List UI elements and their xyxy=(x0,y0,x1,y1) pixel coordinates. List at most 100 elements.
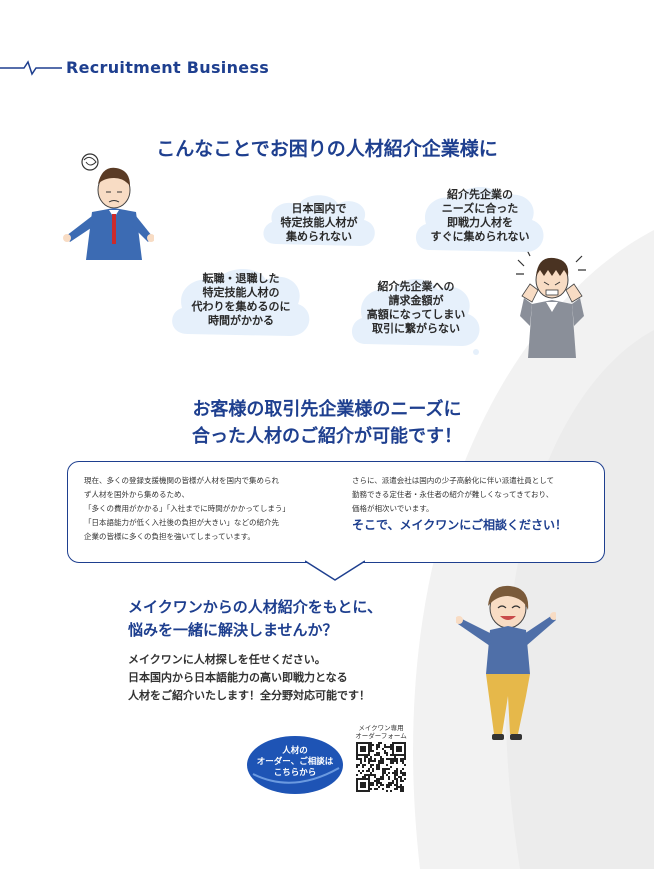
qr-module xyxy=(378,764,380,766)
qr-module xyxy=(378,752,380,754)
info-line: さらに、派遣会社は国内の少子高齢化に伴い派遣社員として xyxy=(352,476,555,485)
info-right-column: さらに、派遣会社は国内の少子高齢化に伴い派遣社員として 勤務できる定住者・永住者… xyxy=(352,474,598,534)
qr-module xyxy=(396,774,398,776)
qr-module xyxy=(390,782,392,784)
qr-module xyxy=(386,790,388,792)
section-title: Recruitment Business xyxy=(66,58,270,77)
down-arrow-icon xyxy=(305,560,365,581)
problem-cloud-2: 紹介先企業の ニーズに合った 即戦力人材を すぐに集められない xyxy=(410,180,550,262)
qr-module xyxy=(382,762,384,764)
qr-module xyxy=(358,764,360,766)
qr-module xyxy=(378,766,380,768)
qr-module xyxy=(378,778,380,780)
qr-module xyxy=(374,774,376,776)
qr-module xyxy=(384,770,386,772)
qr-module xyxy=(390,744,392,746)
qr-module xyxy=(402,788,404,790)
qr-module xyxy=(386,768,388,770)
qr-module xyxy=(380,760,382,762)
qr-module xyxy=(370,748,372,750)
qr-module xyxy=(386,774,388,776)
qr-module xyxy=(368,774,370,776)
info-line: 企業の皆様に多くの負担を強いてしまっています。 xyxy=(84,532,255,541)
invite-heading: メイクワンからの人材紹介をもとに、 悩みを一緒に解決しませんか？ xyxy=(128,596,382,642)
qr-module xyxy=(374,754,376,756)
qr-module xyxy=(370,744,372,746)
qr-module xyxy=(368,770,370,772)
qr-module xyxy=(370,784,372,786)
qr-code-icon[interactable] xyxy=(356,742,406,792)
qr-module xyxy=(382,748,384,750)
qr-module xyxy=(386,784,388,786)
qr-module xyxy=(398,776,400,778)
qr-module xyxy=(394,760,396,762)
qr-module xyxy=(356,774,358,776)
qr-module xyxy=(394,776,396,778)
qr-module xyxy=(368,776,370,778)
qr-module xyxy=(378,760,380,762)
qr-module xyxy=(374,760,376,762)
qr-module xyxy=(396,772,398,774)
qr-module xyxy=(378,762,380,764)
qr-module xyxy=(396,778,398,780)
qr-module xyxy=(366,774,368,776)
badge-line: オーダー、ご相談は xyxy=(256,757,334,767)
qr-module xyxy=(400,778,402,780)
qr-module xyxy=(400,790,402,792)
qr-module xyxy=(382,776,384,778)
qr-module xyxy=(402,760,404,762)
info-line: 現在、多くの登録支援機関の皆様が人材を国内で集められ xyxy=(84,476,279,485)
qr-module xyxy=(360,772,362,774)
qr-module xyxy=(364,764,366,766)
qr-module xyxy=(380,756,382,758)
order-badge-text[interactable]: 人材の オーダー、ご相談は こちらから xyxy=(245,746,345,779)
cloud-line: 紹介先企業の xyxy=(447,188,513,201)
qr-module xyxy=(390,784,392,786)
qr-module xyxy=(388,778,390,780)
qr-module xyxy=(360,758,362,760)
cloud-line: 転職・退職した xyxy=(202,272,280,285)
invite-heading-line: 悩みを一緒に解決しませんか？ xyxy=(128,621,338,639)
qr-module xyxy=(398,786,400,788)
qr-module xyxy=(376,748,378,750)
cloud-line: 代わりを集めるのに xyxy=(191,300,291,313)
qr-module xyxy=(384,746,386,748)
qr-module xyxy=(394,784,396,786)
qr-module xyxy=(378,742,380,744)
qr-module xyxy=(388,786,390,788)
qr-finder-center xyxy=(360,782,366,788)
qr-module xyxy=(358,770,360,772)
qr-module xyxy=(376,778,378,780)
qr-module xyxy=(396,758,398,760)
qr-module xyxy=(380,762,382,764)
cloud-line: 集められない xyxy=(286,230,352,243)
qr-module xyxy=(388,746,390,748)
qr-module xyxy=(396,788,398,790)
info-box: 現在、多くの登録支援機関の皆様が人材を国内で集められ ず人材を国外から集めるため… xyxy=(67,461,605,563)
qr-module xyxy=(364,760,366,762)
qr-module xyxy=(394,778,396,780)
qr-module xyxy=(356,758,358,760)
qr-module xyxy=(370,760,372,762)
qr-module xyxy=(368,762,370,764)
qr-module xyxy=(356,766,358,768)
qr-module xyxy=(362,766,364,768)
badge-line: こちらから xyxy=(273,768,317,778)
cloud-shape-icon xyxy=(263,195,375,246)
qr-module xyxy=(380,784,382,786)
body-line: メイクワンに人材探しを任せください。 xyxy=(128,653,326,666)
qr-module xyxy=(396,762,398,764)
heartbeat-line-icon xyxy=(0,60,62,76)
qr-module xyxy=(400,780,402,782)
order-badge[interactable] xyxy=(245,734,345,796)
qr-module xyxy=(390,748,392,750)
qr-module xyxy=(362,770,364,772)
qr-module xyxy=(382,758,384,760)
qr-module xyxy=(376,764,378,766)
qr-module xyxy=(382,772,384,774)
qr-module xyxy=(376,768,378,770)
qr-module xyxy=(370,750,372,752)
qr-module xyxy=(374,776,376,778)
qr-module xyxy=(396,782,398,784)
cloud-line: 日本国内で xyxy=(291,202,347,215)
